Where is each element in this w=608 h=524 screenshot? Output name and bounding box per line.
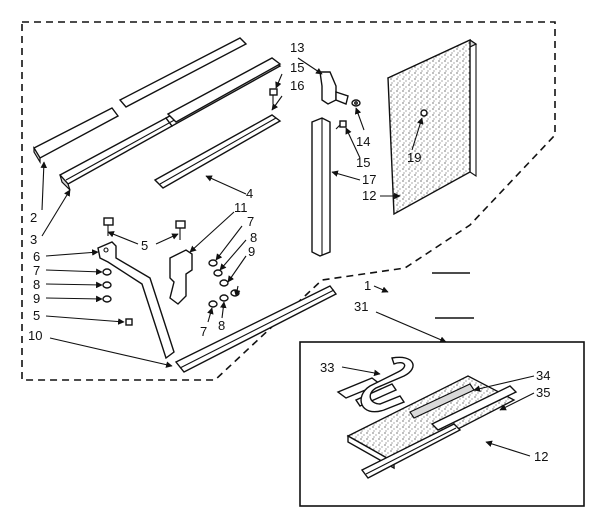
callout-15b: 15 <box>356 155 370 170</box>
part-17-post <box>311 117 331 257</box>
callout-8c: 8 <box>218 318 225 333</box>
callout-16: 16 <box>290 78 304 93</box>
part-15-screw-b <box>335 120 347 130</box>
part-10-rail <box>174 285 338 373</box>
part-5-screws <box>103 217 186 240</box>
callout-13: 13 <box>290 40 304 55</box>
callout-5b: 5 <box>33 308 40 323</box>
callout-9b: 9 <box>248 244 255 259</box>
callout-8a: 8 <box>33 277 40 292</box>
leader-lines <box>40 57 535 457</box>
callout-12b: 12 <box>534 449 548 464</box>
callout-7b: 7 <box>247 214 254 229</box>
callout-35: 35 <box>536 385 550 400</box>
part-6-arm <box>97 241 175 360</box>
callout-labels: 1 2 3 4 5 5 6 7 7 7 8 8 8 9 9 10 11 12 1… <box>28 40 550 464</box>
callout-11: 11 <box>234 200 248 215</box>
part-35-strip <box>430 385 518 431</box>
callout-9a: 9 <box>33 291 40 306</box>
callout-33: 33 <box>320 360 334 375</box>
part-15-screw <box>269 88 278 104</box>
callout-7a: 7 <box>33 263 40 278</box>
part-12-panel <box>386 38 478 216</box>
part-11-bracket <box>169 249 193 305</box>
callout-12a: 12 <box>362 188 376 203</box>
callout-17: 17 <box>362 172 376 187</box>
part-14-screw <box>351 99 361 107</box>
part-2-rail <box>33 37 248 165</box>
part-16-rail <box>166 57 282 123</box>
callout-14: 14 <box>356 134 370 149</box>
part-33-strip <box>336 356 414 413</box>
sub-kit-rail <box>360 423 462 479</box>
callout-3: 3 <box>30 232 37 247</box>
hardware-left <box>102 268 133 326</box>
main-kit-boundary <box>21 21 556 381</box>
callout-7c: 7 <box>200 324 207 339</box>
callout-15a: 15 <box>290 60 304 75</box>
callout-31: 31 <box>354 299 368 314</box>
part-4-strip <box>153 114 282 189</box>
callout-34: 34 <box>536 368 550 383</box>
callout-1: 1 <box>364 278 371 293</box>
part-19-screw <box>420 109 428 117</box>
part-13-bracket <box>319 71 349 105</box>
callout-8b: 8 <box>250 230 257 245</box>
callout-5a: 5 <box>141 238 148 253</box>
callout-6: 6 <box>33 249 40 264</box>
callout-10: 10 <box>28 328 42 343</box>
callout-4: 4 <box>246 186 253 201</box>
callout-19: 19 <box>407 150 421 165</box>
callout-2: 2 <box>30 210 37 225</box>
hardware-right <box>208 259 240 308</box>
